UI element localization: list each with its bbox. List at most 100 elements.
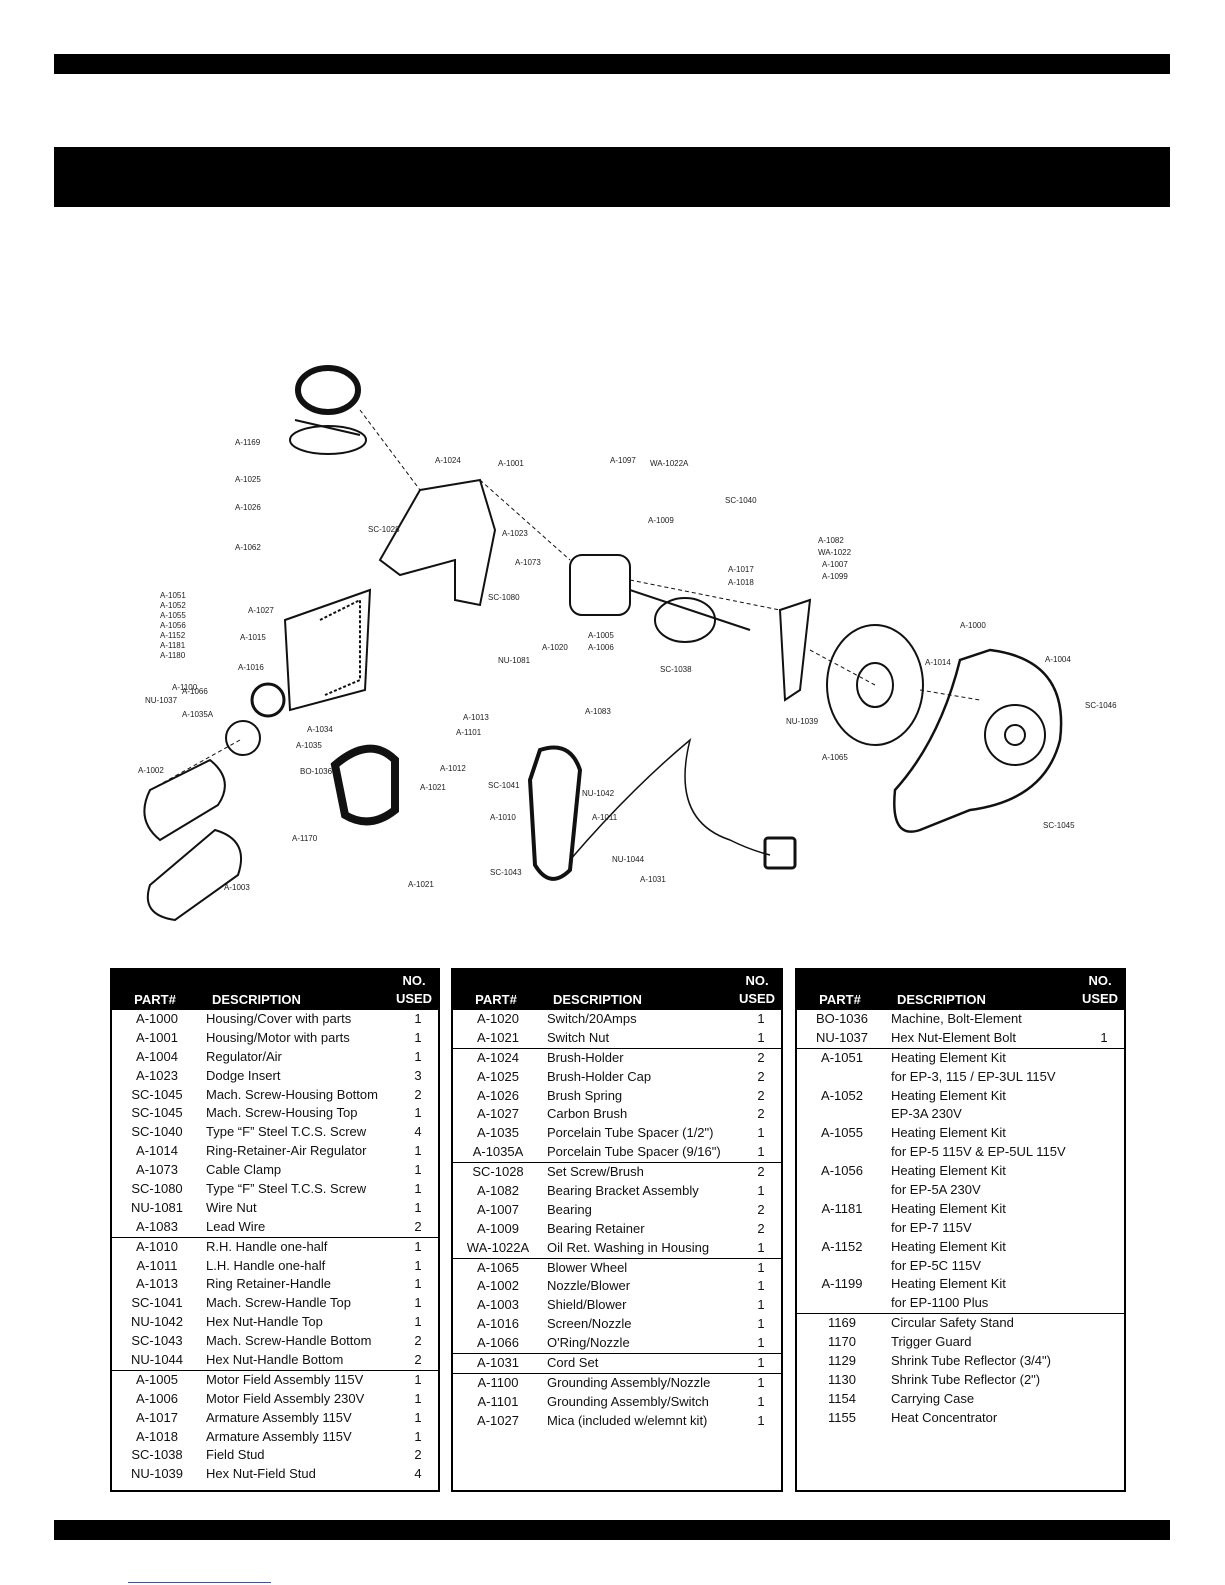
- part-description: Lead Wire: [206, 1218, 266, 1234]
- part-description: Armature Assembly 115V: [206, 1409, 352, 1425]
- diagram-callout: SC-1040: [725, 496, 757, 505]
- table-row: 1155 Heat Concentrator: [797, 1409, 1124, 1428]
- header-part: PART#: [134, 992, 176, 1007]
- part-description: Heat Concentrator: [891, 1409, 998, 1425]
- table-row: for EP-5 115V & EP-5UL 115V: [797, 1143, 1124, 1162]
- part-number: A-1018: [136, 1428, 178, 1444]
- diagram-callout: A-1009: [648, 516, 674, 525]
- diagram-callout: A-1001: [498, 459, 524, 468]
- part-description: Trigger Guard: [891, 1334, 972, 1350]
- part-description: Heating Element Kit: [891, 1200, 1006, 1216]
- part-number: A-1003: [477, 1297, 519, 1313]
- table-row: for EP-5A 230V: [797, 1181, 1124, 1200]
- part-description: Mach. Screw-Housing Bottom: [206, 1086, 378, 1102]
- part-number: A-1005: [136, 1371, 178, 1387]
- diagram-callout: A-1056: [160, 621, 186, 630]
- part-description: for EP-5A 230V: [891, 1182, 981, 1198]
- safety-stand-base-part: [289, 425, 367, 455]
- part-description: L.H. Handle one-half: [206, 1257, 326, 1273]
- header-part: PART#: [819, 992, 861, 1007]
- quantity-used: 1: [757, 1011, 765, 1026]
- diagram-callout: A-1020: [542, 643, 568, 652]
- part-number: A-1073: [136, 1162, 178, 1178]
- part-number: SC-1040: [131, 1124, 183, 1140]
- cord-set-part: [569, 737, 771, 861]
- part-description: Brush Spring: [547, 1087, 623, 1103]
- diagram-callout: NU-1044: [612, 855, 645, 864]
- part-description: Shrink Tube Reflector (2"): [891, 1371, 1041, 1387]
- part-number: SC-1045: [131, 1086, 183, 1102]
- diagram-callout: A-1005: [588, 631, 614, 640]
- header-description: DESCRIPTION: [553, 992, 642, 1007]
- diagram-callout: NU-1081: [498, 656, 531, 665]
- part-description: Dodge Insert: [206, 1067, 281, 1083]
- part-description: Grounding Assembly/Nozzle: [547, 1374, 711, 1390]
- diagram-callout: A-1026: [235, 503, 261, 512]
- trigger-guard-part: [330, 744, 399, 826]
- bottom-rule: [54, 1520, 1170, 1540]
- part-description: Mach. Screw-Housing Top: [206, 1105, 358, 1121]
- part-description: Hex Nut-Handle Top: [206, 1314, 323, 1330]
- diagram-callout: A-1073: [515, 558, 541, 567]
- part-number: A-1023: [136, 1067, 178, 1083]
- diagram-callout: A-1097: [610, 456, 636, 465]
- part-description: Shield/Blower: [547, 1297, 627, 1313]
- header-description: DESCRIPTION: [897, 992, 986, 1007]
- quantity-used: 1: [757, 1393, 765, 1409]
- footer-link-underline[interactable]: [128, 1582, 271, 1583]
- part-description: Heating Element Kit: [891, 1125, 1006, 1141]
- part-number: A-1055: [821, 1125, 863, 1141]
- part-number: A-1010: [136, 1238, 178, 1254]
- quantity-used: 1: [414, 1295, 422, 1311]
- quantity-used: 1: [414, 1371, 422, 1387]
- part-number: A-1199: [821, 1276, 863, 1292]
- part-description: Nozzle/Blower: [547, 1278, 631, 1294]
- part-number: SC-1038: [131, 1447, 183, 1463]
- part-number: WA-1022A: [466, 1239, 530, 1255]
- header-no-used: NO.USED: [738, 973, 776, 1006]
- part-description: Cable Clamp: [206, 1162, 282, 1178]
- part-number: A-1011: [136, 1257, 178, 1273]
- diagram-callout: NU-1039: [786, 717, 819, 726]
- quantity-used: 4: [414, 1124, 422, 1140]
- part-description: Heating Element Kit: [891, 1163, 1006, 1179]
- diagram-callout: A-1031: [640, 875, 666, 884]
- diagram-callout: A-1004: [1045, 655, 1071, 664]
- diagram-callout: A-1066: [182, 687, 208, 696]
- table-row: for EP-5C 115V: [797, 1257, 1124, 1276]
- quantity-used: 1: [414, 1011, 422, 1026]
- diagram-callout: A-1012: [440, 764, 466, 773]
- part-number: A-1052: [821, 1087, 863, 1103]
- diagram-callout: A-1017: [728, 565, 754, 574]
- part-description: Carbon Brush: [547, 1106, 628, 1122]
- part-description: Mica (included w/elemnt kit): [547, 1412, 708, 1428]
- diagram-callout: A-1021: [408, 880, 434, 889]
- quantity-used: 2: [757, 1164, 765, 1180]
- part-number: A-1009: [477, 1220, 519, 1236]
- part-number: A-1017: [136, 1409, 178, 1425]
- diagram-callout: A-1000: [960, 621, 986, 630]
- diagram-callout: SC-1038: [660, 665, 692, 674]
- part-description: Bearing Bracket Assembly: [547, 1183, 699, 1199]
